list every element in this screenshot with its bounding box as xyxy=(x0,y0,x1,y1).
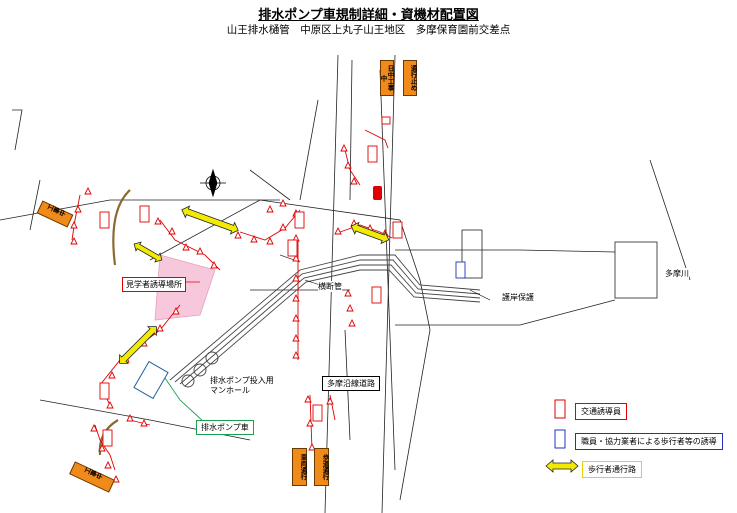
traffic-guard-icons xyxy=(99,116,403,447)
legend-staff-guide-label: 職員・協力業者による歩行者等の誘導 xyxy=(575,433,723,450)
page-subtitle: 山王排水樋管 中原区上丸子山王地区 多摩保育園前交差点 xyxy=(226,24,511,36)
tama-road-label: 多摩沿線道路 xyxy=(322,376,380,391)
car-icon xyxy=(373,186,382,200)
crossing-pipe-label: 横断管 xyxy=(318,281,342,292)
page-title: 排水ポンプ車規制詳細・資機材配置図 xyxy=(258,8,479,23)
bank-protection-label: 護岸保護 xyxy=(502,292,534,303)
sign-bottom-mid-left: 車両通行 xyxy=(292,448,307,486)
legend-pedestrian-arrow-icon xyxy=(545,459,579,473)
legend-traffic-guard-label: 交通誘導員 xyxy=(575,403,627,420)
legend-traffic-guard-icon xyxy=(554,399,566,419)
staff-guide-icon xyxy=(455,261,466,279)
legend-staff-guide-icon xyxy=(554,429,566,449)
pump-truck-icon xyxy=(133,360,169,400)
legend-staff-guide: 職員・協力業者による歩行者等の誘導 xyxy=(575,433,723,450)
sign-top-right: 通行止め xyxy=(403,60,417,96)
manhole-label: 排水ポンプ投入用 マンホール xyxy=(210,376,274,396)
pump-truck-label: 排水ポンプ車 xyxy=(196,420,254,435)
legend-pedestrian-path-label: 歩行者通行路 xyxy=(582,461,642,478)
tama-river-label: 多摩川 xyxy=(665,268,689,279)
north-arrow-icon xyxy=(200,168,226,198)
pedestrian-path-arrows xyxy=(119,205,390,364)
sign-top-left: 日中工事中 xyxy=(379,60,394,96)
legend-traffic-guard: 交通誘導員 xyxy=(575,403,627,420)
observation-area-label: 見学者誘導場所 xyxy=(122,277,186,292)
sign-bottom-mid-right: 歩道通行 xyxy=(314,448,329,486)
legend-pedestrian-path: 歩行者通行路 xyxy=(582,461,642,478)
